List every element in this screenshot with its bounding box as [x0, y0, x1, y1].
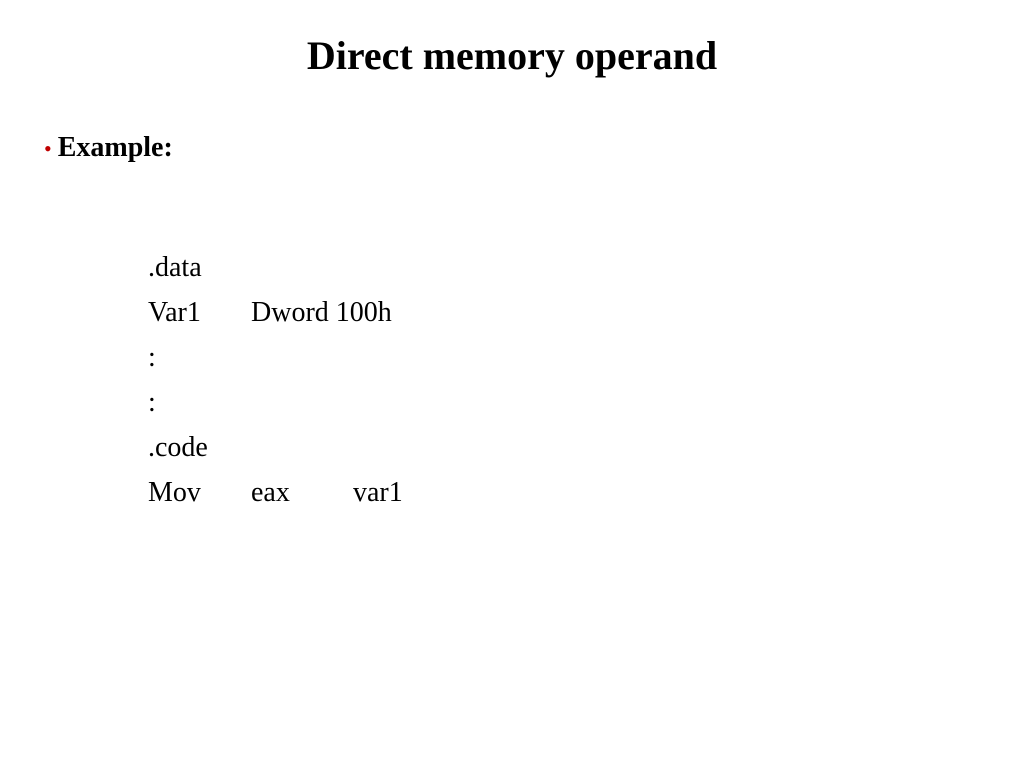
code-token: .data [148, 252, 202, 283]
code-line: : [148, 340, 190, 385]
code-block: .data Var1 Dword 100h : : .code Mov eax … [148, 250, 403, 520]
code-token: .code [148, 432, 208, 463]
slide-title: Direct memory operand [306, 33, 718, 78]
code-token: : [148, 387, 156, 418]
code-line: Mov eax var1 [148, 475, 403, 520]
code-line: Var1 Dword 100h [148, 295, 392, 340]
code-token: var1 [353, 477, 403, 508]
code-token: Mov [148, 477, 201, 508]
bullet-text: Example: [57, 132, 173, 163]
code-line: .data [148, 250, 202, 295]
code-token: Dword 100h [251, 297, 392, 328]
code-line: : [148, 385, 190, 430]
bullet-item: • Example: [44, 130, 173, 167]
bullet-marker-icon: • [44, 136, 52, 161]
code-token: : [148, 342, 156, 373]
code-token: Var1 [148, 297, 201, 328]
code-token: eax [251, 477, 290, 508]
code-line: .code [148, 430, 208, 475]
